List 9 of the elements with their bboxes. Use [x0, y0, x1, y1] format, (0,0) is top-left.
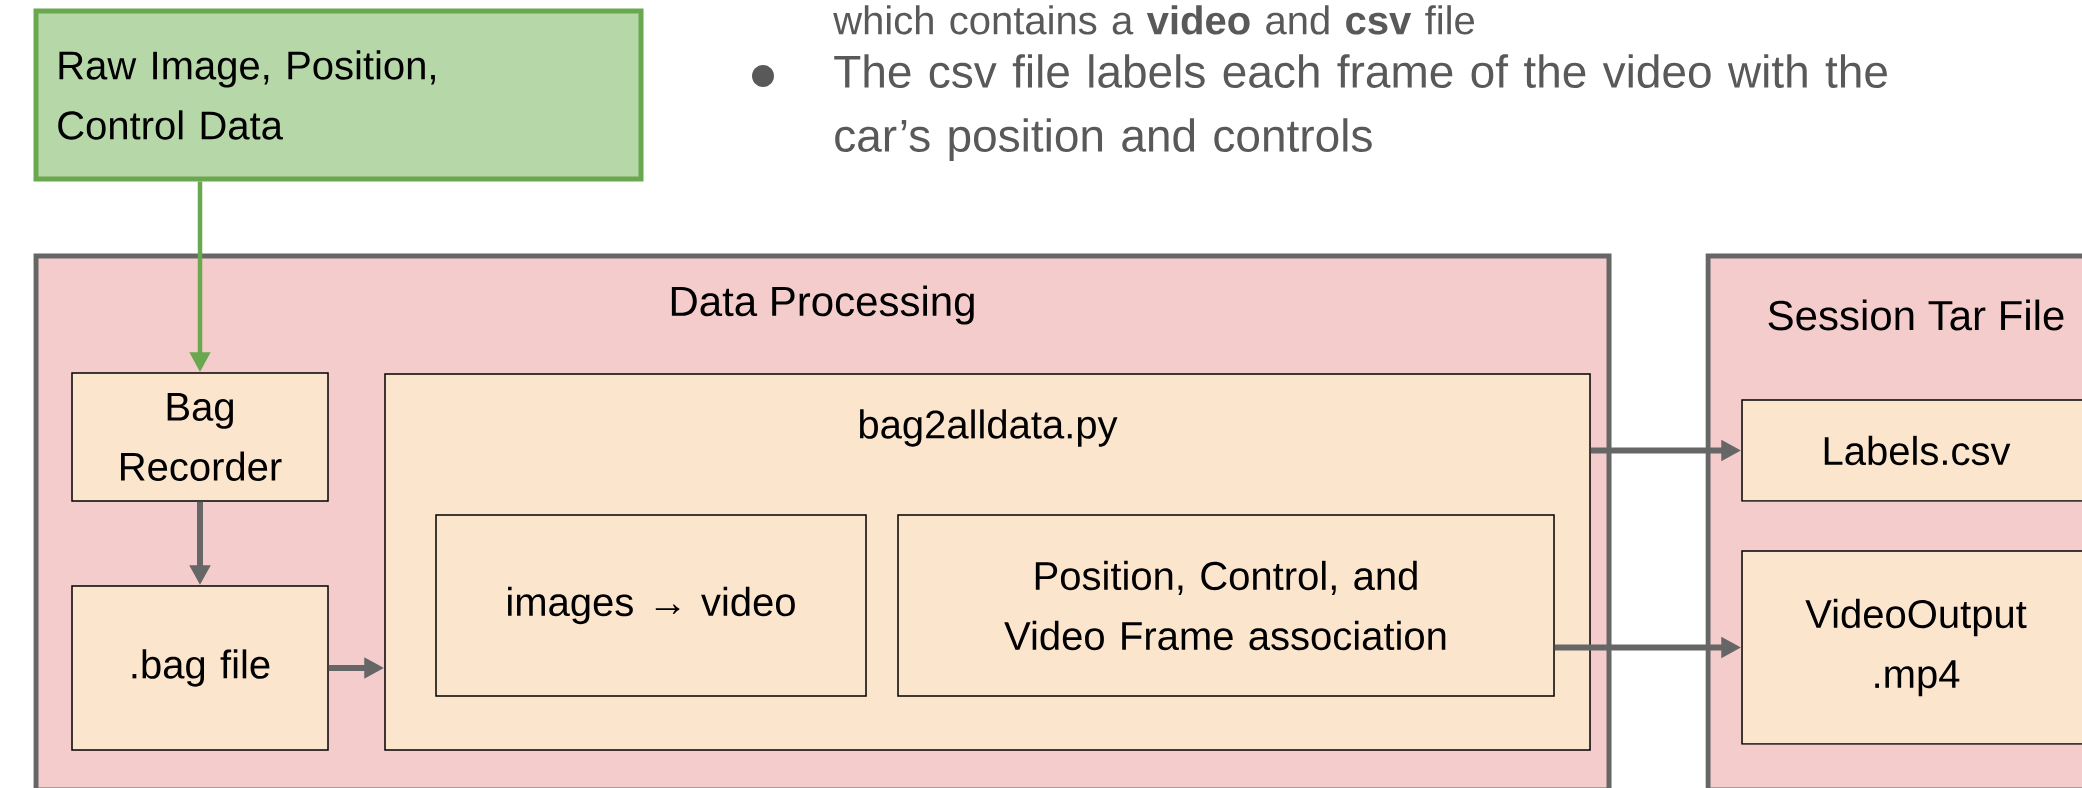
- process-box: VideoOutput .mp4: [1741, 550, 2082, 745]
- process-box: images → video: [435, 514, 867, 697]
- input-box: Raw Image, Position, Control Data: [33, 8, 644, 182]
- process-box: Bag Recorder: [71, 372, 329, 502]
- process-box: Position, Control, and Video Frame association: [897, 514, 1555, 697]
- process-box: Labels.csv: [1741, 399, 2082, 502]
- bullet-text: The csv file labels each frame of the video with the car’s position and controls: [834, 54, 1887, 162]
- bullet-text: which contains a video and csv file: [833, 5, 1474, 35]
- process-box: .bag file: [71, 585, 329, 751]
